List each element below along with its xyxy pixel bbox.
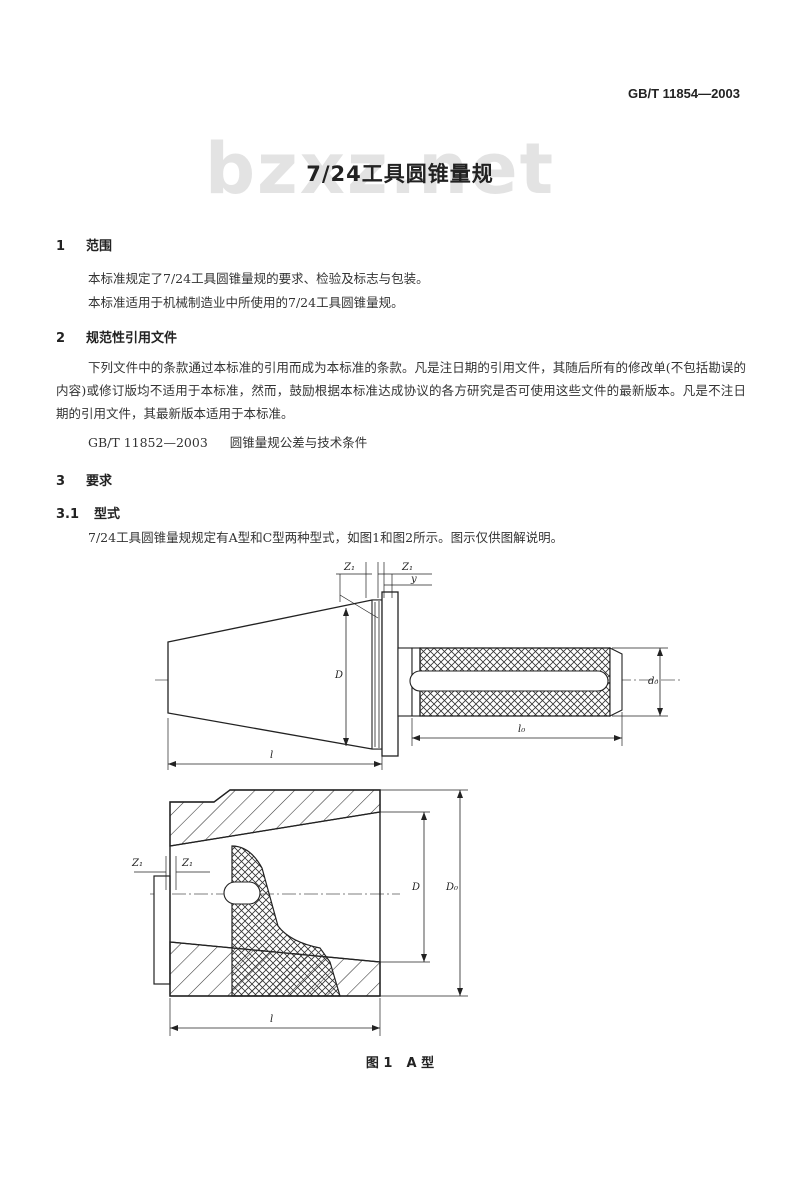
reference-entry: GB/T 11852—2003 圆锥量规公差与技术条件: [88, 432, 367, 451]
page-title: 7/24工具圆锥量规: [306, 162, 494, 186]
section-title: 要求: [86, 474, 113, 489]
dim-label-D: D: [334, 670, 343, 681]
section-number: 3.1: [56, 507, 80, 522]
reference-title: 圆锥量规公差与技术条件: [229, 435, 368, 450]
standard-number: GB/T 11854—2003: [627, 86, 740, 101]
section-2-heading: 2 规范性引用文件: [56, 327, 177, 346]
dim-label-D-ring: D: [411, 882, 420, 893]
watermark: bzxz.net: [204, 128, 556, 210]
section-3-1-heading: 3.1 型式: [56, 503, 120, 522]
dim-label-z1-ring-right: Z₁: [181, 858, 193, 869]
caption-number: 图 1: [365, 1056, 393, 1071]
dim-label-z1-right: Z₁: [401, 562, 413, 573]
figure-1-drawing: D Z₁ Z₁ y l l₀ d₀: [131, 562, 680, 1036]
section-3-heading: 3 要求: [56, 470, 112, 489]
section-title: 型式: [94, 507, 121, 522]
scope-line-2: 本标准适用于机械制造业中所使用的7/24工具圆锥量规。: [88, 295, 404, 310]
section-number: 1: [56, 239, 66, 254]
ring-gauge-drawing: Z₁ Z₁ D D₀ l: [131, 789, 468, 1036]
type-description: 7/24工具圆锥量规规定有A型和C型两种型式，如图1和图2所示。图示仅供图解说明…: [88, 530, 564, 545]
dim-label-D0: D₀: [445, 882, 458, 893]
figure-caption: 图 1 A 型: [0, 1052, 800, 1071]
caption-type: A 型: [406, 1056, 435, 1071]
section-title: 规范性引用文件: [86, 331, 178, 346]
dim-label-l0: l₀: [518, 724, 525, 735]
section-number: 3: [56, 474, 66, 489]
dim-label-l-ring: l: [270, 1014, 273, 1025]
section-number: 2: [56, 331, 66, 346]
section-1-heading: 1 范围: [56, 235, 112, 254]
plug-gauge-drawing: D Z₁ Z₁ y l l₀ d₀: [155, 562, 680, 770]
reference-code: GB/T 11852—2003: [88, 435, 208, 450]
dim-label-z1-ring-left: Z₁: [131, 858, 143, 869]
dim-label-d0: d₀: [648, 676, 658, 687]
dim-label-y: y: [410, 574, 417, 585]
dim-label-z1-left: Z₁: [343, 562, 355, 573]
section-title: 范围: [86, 239, 113, 254]
dim-label-l-top: l: [270, 750, 273, 761]
normative-references-paragraph: 下列文件中的条款通过本标准的引用而成为本标准的条款。凡是注日期的引用文件，其随后…: [56, 360, 746, 421]
scope-line-1: 本标准规定了7/24工具圆锥量规的要求、检验及标志与包装。: [88, 271, 429, 286]
